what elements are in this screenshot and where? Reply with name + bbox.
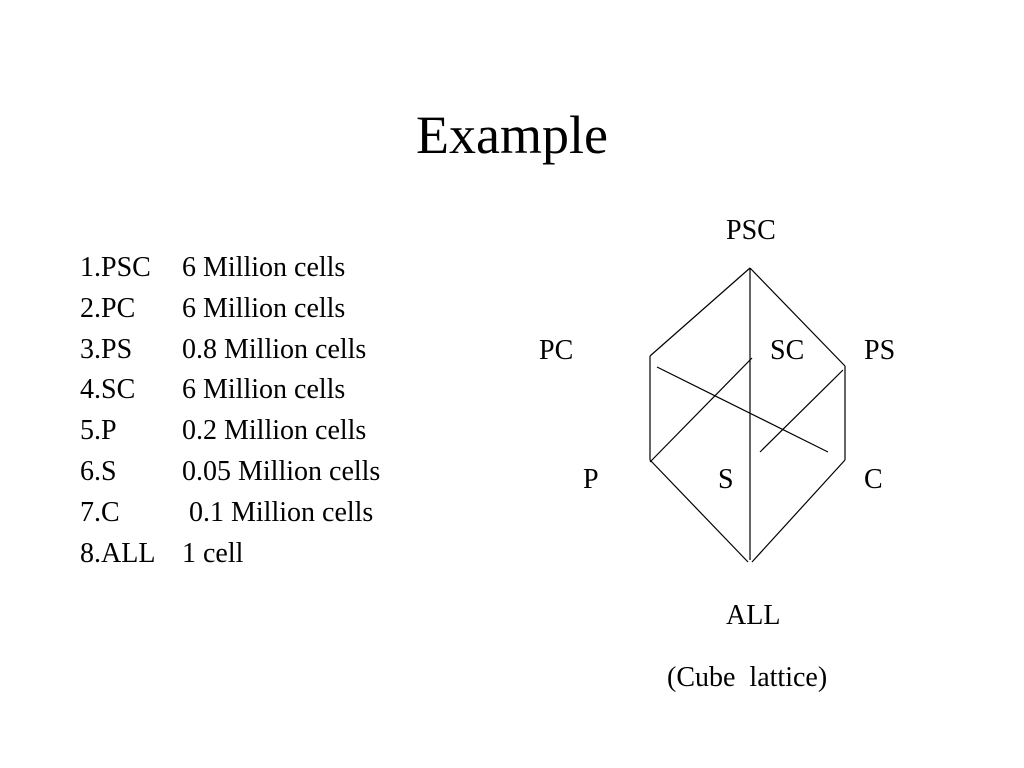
edge-psc-ps (749, 267, 846, 367)
list-item-label: 4.SC (80, 374, 136, 406)
lattice-node-p: P (583, 464, 599, 495)
lattice-node-psc: PSC (726, 215, 776, 246)
lattice-node-ps: PS (864, 335, 896, 366)
list-item-value: 6 Million cells (182, 374, 346, 406)
list-item-label: 1.PSC (80, 252, 151, 283)
list-item-label: 8.ALL (80, 537, 156, 569)
list-item: 8.ALL 1 cell (80, 534, 380, 575)
list-item-value: 0.8 Million cells (182, 333, 367, 365)
edge-sc-c (649, 357, 753, 463)
cell-count-list: 1.PSC 6 Million cells 2.PC 6 Million cells… (80, 248, 380, 574)
lattice-node-c: C (864, 464, 883, 495)
list-item-label: 5.P (80, 415, 117, 447)
list-item: 2.PC 6 Million cells (80, 289, 380, 330)
edge-pc-c (656, 366, 829, 453)
list-item-value: 0.2 Million cells (182, 415, 367, 447)
list-item-value: 6 Million cells (182, 252, 346, 283)
lattice-node-s: S (718, 464, 734, 495)
lattice-caption: (Cube lattice) (667, 662, 828, 693)
list-item-value: 0.05 Million cells (182, 455, 381, 487)
edge-psc-pc (649, 267, 751, 357)
lattice-node-pc: PC (539, 335, 574, 366)
edge-ps-s (759, 369, 844, 453)
list-item-label: 7.C (80, 496, 120, 528)
edge-c-all (751, 459, 846, 563)
list-item: 4.SC 6 Million cells (80, 370, 380, 411)
list-item-value: 1 cell (182, 537, 244, 569)
list-item: 5.P 0.2 Million cells (80, 411, 380, 452)
list-item-value: 0.1 Million cells (182, 496, 374, 528)
list-item: 3.PS 0.8 Million cells (80, 330, 380, 371)
list-item-label: 3.PS (80, 333, 133, 365)
list-item: 1.PSC 6 Million cells (80, 248, 380, 289)
list-item-value: 6 Million cells (182, 292, 346, 324)
list-item: 7.C 0.1 Million cells (80, 493, 380, 534)
lattice-node-all: ALL (726, 600, 781, 631)
list-item-label: 2.PC (80, 292, 136, 324)
slide-title: Example (416, 105, 608, 165)
list-item: 6.S 0.05 Million cells (80, 452, 380, 493)
edge-p-all (649, 459, 749, 563)
list-item-label: 6.S (80, 455, 117, 487)
lattice-node-sc: SC (770, 335, 805, 366)
